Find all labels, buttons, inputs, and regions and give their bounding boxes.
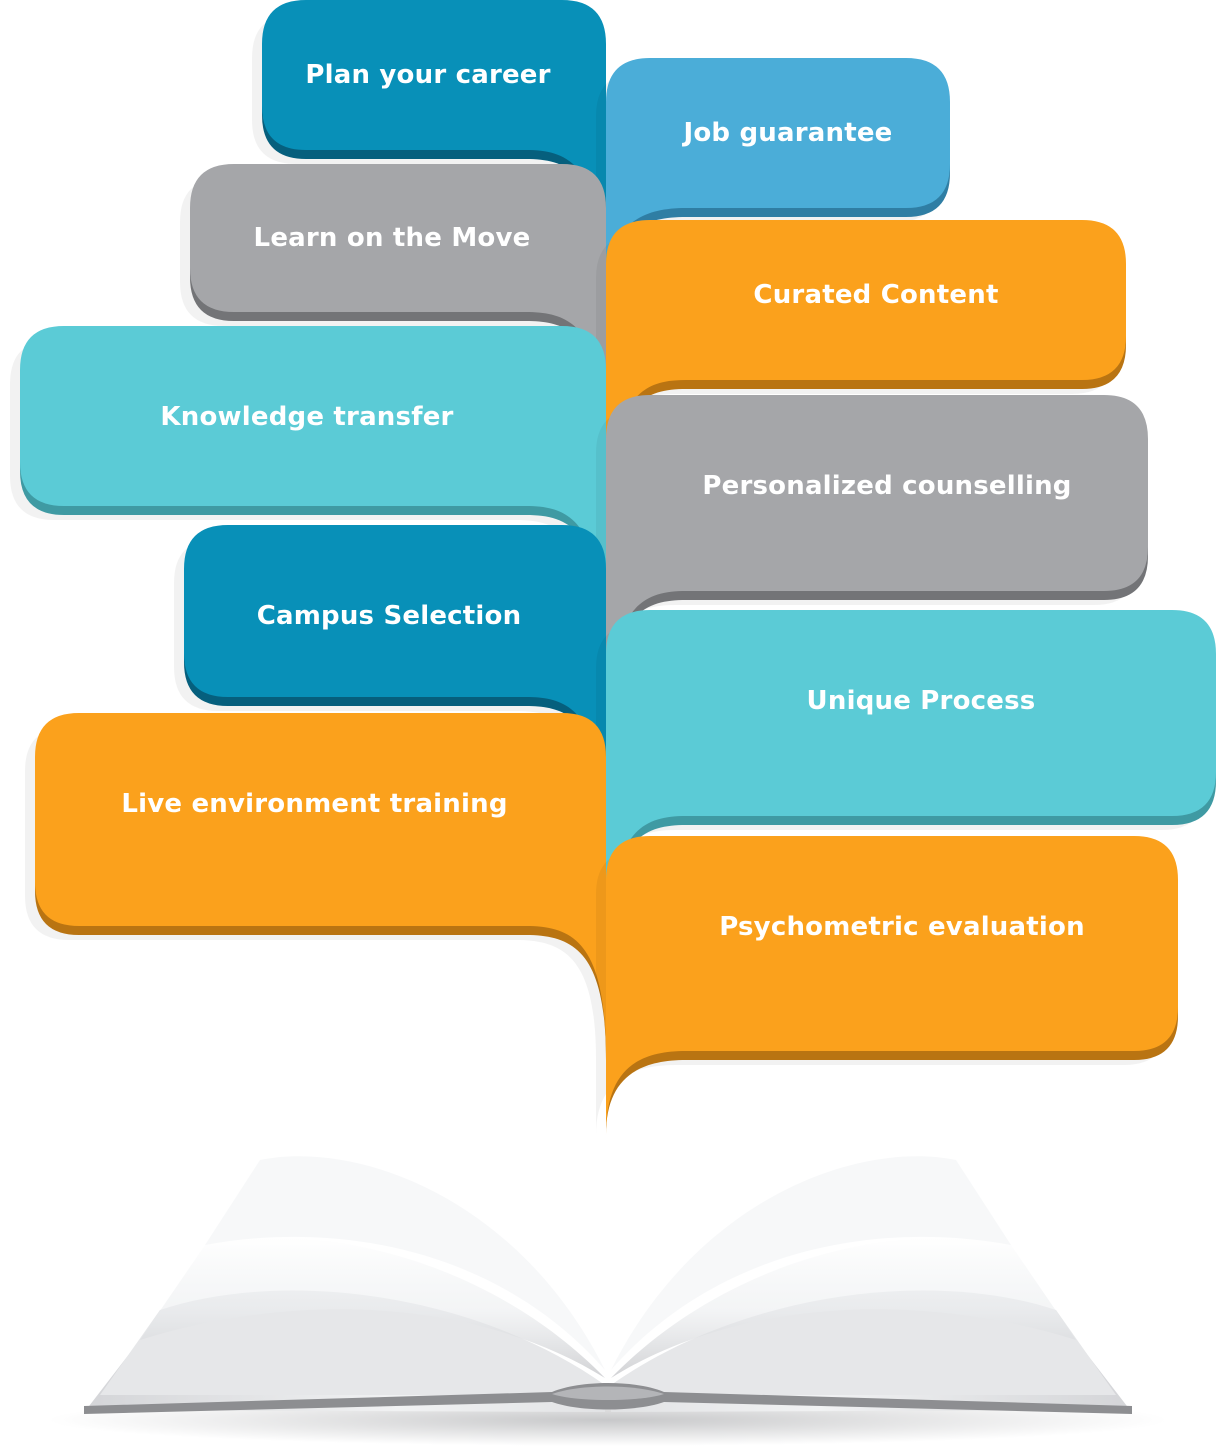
bubble-unique-process — [596, 610, 1216, 980]
bubble-face — [35, 713, 606, 1060]
bubble-label-campus-selection: Campus Selection — [256, 601, 522, 631]
bubble-face — [190, 164, 606, 460]
bubble-campus-selection — [174, 525, 606, 860]
bubble-label-curated-content: Curated Content — [753, 280, 999, 310]
bubble-label-knowledge-transfer: Knowledge transfer — [160, 402, 454, 432]
bubble-knowledge-transfer — [10, 326, 606, 680]
bubble-label-live-environment-training: Live environment training — [121, 789, 508, 819]
bubble-label-personalized-counselling: Personalized counselling — [702, 471, 1072, 501]
bubble-label-job-guarantee: Job guarantee — [683, 118, 893, 148]
bubble-label-psychometric-evaluation: Psychometric evaluation — [719, 912, 1085, 942]
bubble-label-plan-your-career: Plan your career — [305, 60, 551, 90]
bubble-learn-on-the-move — [180, 164, 606, 460]
bubble-face — [606, 836, 1178, 1135]
bubble-face — [262, 0, 606, 320]
bubble-plan-your-career — [252, 0, 606, 320]
bubble-psychometric-evaluation — [596, 836, 1178, 1135]
bubble-face — [20, 326, 606, 680]
bubble-label-learn-on-the-move: Learn on the Move — [253, 223, 531, 253]
bubble-face — [606, 395, 1148, 760]
bubble-face — [606, 220, 1126, 560]
bubble-personalized-counselling — [596, 395, 1148, 760]
bubble-live-environment-training — [25, 713, 606, 1060]
bubble-label-unique-process: Unique Process — [806, 686, 1036, 716]
bubble-curated-content — [596, 220, 1126, 560]
bubble-face — [606, 610, 1216, 980]
bubble-face — [184, 525, 606, 860]
bubble-job-guarantee — [596, 58, 950, 300]
bubble-face — [606, 58, 950, 300]
